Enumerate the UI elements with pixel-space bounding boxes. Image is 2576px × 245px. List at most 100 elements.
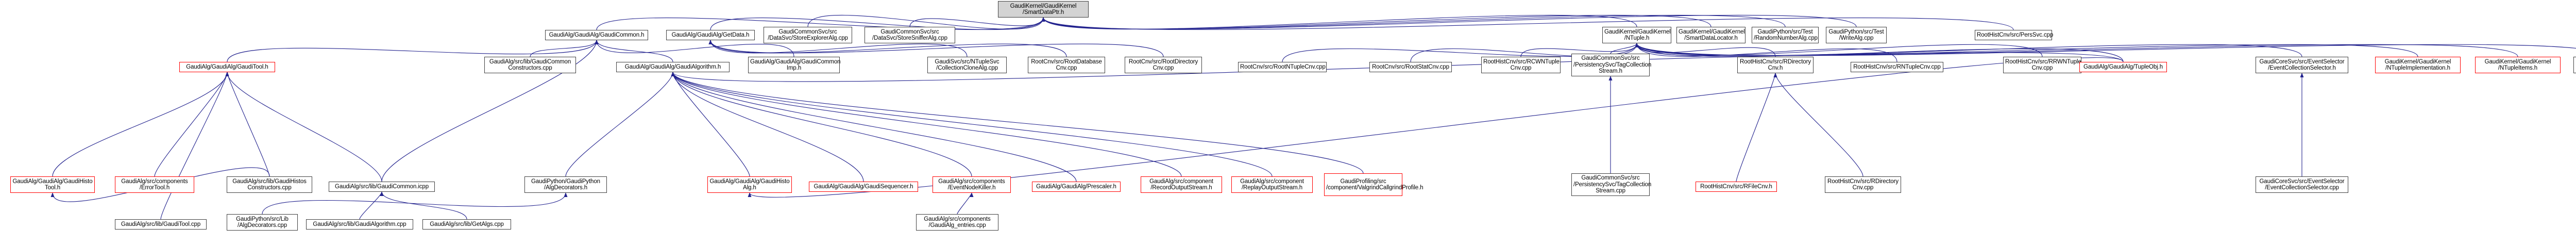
graph-node[interactable]: GaudiKernel/GaudiKernel /NTupleImplement… xyxy=(2375,57,2461,73)
graph-node[interactable]: GaudiPython/src/Lib /AlgDecorators.cpp xyxy=(227,214,298,231)
graph-node[interactable]: RootCnv/src/RootStatCnv.cpp xyxy=(1369,62,1452,72)
graph-node[interactable]: GaudiCommonSvc/src /PersistencySvc/TagCo… xyxy=(1571,54,1652,76)
graph-node-label: GaudiProfiling/src /component/ValgrindCa… xyxy=(1326,178,1423,191)
graph-node[interactable]: RootHistCnv/src/RDirectory Cnv.h xyxy=(1737,57,1814,73)
graph-node[interactable]: RootHistCnv/src/RDirectory Cnv.cpp xyxy=(1825,176,1901,193)
graph-node[interactable]: GaudiPython/GaudiPython /AlgDecorators.h xyxy=(524,176,607,193)
graph-node[interactable]: GaudiAlg/GaudiAlg/GaudiHisto Tool.h xyxy=(10,176,95,193)
graph-edge xyxy=(1635,43,2576,56)
graph-node-label: GaudiAlg/GaudiAlg/TupleObj.h xyxy=(2083,63,2163,70)
graph-node-label: GaudiCommonSvc/src /PersistencySvc/TagCo… xyxy=(1573,175,1652,194)
graph-node-label: GaudiAlg/src/lib/GaudiHistos Constructor… xyxy=(232,178,307,191)
graph-node-label: GaudiCommonSvc/src /DataSvc/StoreSniffer… xyxy=(872,28,947,42)
graph-node-label: GaudiKernel/GaudiKernel /SmartDataLocato… xyxy=(1679,28,1745,42)
graph-edge xyxy=(225,72,382,182)
graph-node-label: GaudiAlg/src/components /ErrorTool.h xyxy=(121,178,188,191)
graph-node[interactable]: GaudiCoreSvc/src/EventSelector /EventCol… xyxy=(2256,57,2348,73)
graph-edge xyxy=(262,192,568,215)
graph-node-label: GaudiSvc/src/NTupleSvc /CollectionCloneA… xyxy=(935,58,999,72)
graph-edge xyxy=(909,17,1045,27)
graph-node-label: RootHistCnv/src/RNTupleCnv.cpp xyxy=(1853,63,1941,70)
graph-node[interactable]: GaudiAlg/GaudiAlg/TupleObj.h xyxy=(2079,62,2167,72)
graph-edge xyxy=(1041,14,1637,30)
graph-edge xyxy=(671,72,750,177)
graph-node[interactable]: GaudiKernel/GaudiKernel /NTuple.h xyxy=(1602,27,1671,43)
graph-node[interactable]: GaudiCommonSvc/src /DataSvc/StoreExplore… xyxy=(764,27,852,43)
graph-node[interactable]: GaudiAlg/src/components /EventNodeKiller… xyxy=(933,176,1011,193)
graph-node[interactable]: GaudiAlg/GaudiAlg/GaudiCommon Imp.h xyxy=(748,57,841,73)
graph-node-label: RootHistCnv/src/RRWNTuple Cnv.cpp xyxy=(2005,58,2081,72)
graph-node[interactable]: GaudiCommonSvc/src /DataSvc/StoreSniffer… xyxy=(865,27,955,43)
graph-node[interactable]: GaudiAlg/GaudiAlg/Prescaler.h xyxy=(1032,182,1121,192)
graph-edge xyxy=(671,72,1364,174)
graph-edge xyxy=(671,72,1077,182)
graph-edge xyxy=(565,72,675,177)
graph-node-label: GaudiAlg/GaudiAlg/Prescaler.h xyxy=(1036,183,1116,190)
graph-node[interactable]: GaudiSvc/src/NTupleSvc /CollectionCloneA… xyxy=(927,57,1007,73)
graph-node[interactable]: GaudiAlg/src/lib/GaudiCommon Constructor… xyxy=(484,57,576,73)
graph-node[interactable]: RootCnv/src/RootNTupleCnv.cpp xyxy=(1238,62,1327,72)
graph-node-label: GaudiAlg/GaudiAlg/GaudiHisto Alg.h xyxy=(709,178,790,191)
graph-node[interactable]: GaudiAlg/src/lib/GetAlgs.cpp xyxy=(422,219,511,230)
graph-node[interactable]: GaudiProfiling/src /component/ValgrindCa… xyxy=(1324,173,1423,196)
graph-node[interactable]: GaudiKernel/GaudiKernel /NTupleItems.h xyxy=(2475,57,2561,73)
graph-node[interactable]: RootHistCnv/src/RRWNTuple Cnv.cpp xyxy=(2003,57,2081,73)
graph-node-label: RootHistCnv/src/RDirectory Cnv.cpp xyxy=(1827,178,1899,191)
graph-node[interactable]: GaudiKernel/src/Lib /Selector.cpp xyxy=(2573,57,2576,73)
graph-node[interactable]: GaudiAlg/src/component /ReplayOutputStre… xyxy=(1231,176,1313,193)
graph-node-label: GaudiAlg/GaudiAlg/GetData.h xyxy=(671,31,750,38)
graph-edge xyxy=(671,72,864,182)
graph-node-root[interactable]: GaudiKernel/GaudiKernel /SmartDataPtr.h xyxy=(998,1,1089,18)
graph-node[interactable]: RootCnv/src/RootDirectory Cnv.cpp xyxy=(1125,57,1202,73)
graph-node[interactable]: GaudiKernel/GaudiKernel /SmartDataLocato… xyxy=(1676,27,1745,43)
graph-node[interactable]: GaudiAlg/GaudiAlg/GaudiSequencer.h xyxy=(809,182,918,192)
graph-node-label: RootCnv/src/RootNTupleCnv.cpp xyxy=(1240,63,1326,70)
graph-node-label: GaudiCommonSvc/src /DataSvc/StoreExplore… xyxy=(768,28,848,42)
graph-edge xyxy=(1635,43,2418,57)
graph-edge xyxy=(1736,73,1777,182)
graph-edge xyxy=(359,191,384,220)
graph-node[interactable]: GaudiPython/src/Test /RandomNumberAlg.cp… xyxy=(1752,27,1819,43)
graph-node-label: GaudiAlg/src/component /ReplayOutputStre… xyxy=(1240,178,1304,191)
graph-node[interactable]: GaudiAlg/src/lib/GaudiTool.cpp xyxy=(115,219,207,230)
graph-node[interactable]: RootHistCnv/src/RNTupleCnv.cpp xyxy=(1851,62,1943,72)
graph-node[interactable]: RootHistCnv/src/RCWNTuple Cnv.cpp xyxy=(1481,57,1561,73)
graph-edge xyxy=(671,72,1273,177)
graph-node-label: RootHistCnv/src/RDirectory Cnv.h xyxy=(1740,58,1811,72)
graph-node[interactable]: RootCnv/src/RootDatabase Cnv.cpp xyxy=(1028,57,1105,73)
graph-edge xyxy=(52,72,229,177)
graph-edge xyxy=(671,72,972,177)
graph-node-label: GaudiCoreSvc/src/EventSelector /EventCol… xyxy=(2259,58,2345,72)
graph-node[interactable]: GaudiCoreSvc/src/EventSelector /EventCol… xyxy=(2256,176,2348,193)
graph-edge xyxy=(957,192,974,215)
graph-node[interactable]: GaudiPython/src/Test /WriteAlg.cpp xyxy=(1826,27,1887,43)
graph-node[interactable]: GaudiAlg/GaudiAlg/GaudiAlgorithm.h xyxy=(616,62,730,72)
graph-node-label: GaudiKernel/GaudiKernel /SmartDataPtr.h xyxy=(1010,3,1077,16)
graph-node[interactable]: GaudiAlg/src/components /GaudiAlg_entrie… xyxy=(916,214,998,231)
graph-node[interactable]: GaudiAlg/src/lib/GaudiHistos Constructor… xyxy=(227,176,312,193)
graph-edge xyxy=(671,72,1182,177)
graph-node-label: GaudiAlg/GaudiAlg/GaudiCommon Imp.h xyxy=(750,58,841,72)
graph-node[interactable]: GaudiAlg/src/lib/GaudiAlgorithm.cpp xyxy=(306,219,413,230)
graph-node[interactable]: GaudiAlg/src/component /RecordOutputStre… xyxy=(1141,176,1222,193)
graph-node-label: GaudiAlg/src/components /EventNodeKiller… xyxy=(938,178,1005,191)
graph-node[interactable]: GaudiCommonSvc/src /PersistencySvc/TagCo… xyxy=(1571,173,1652,196)
graph-node[interactable]: RootHistCnv/src/RFileCnv.h xyxy=(1696,182,1777,192)
graph-node[interactable]: GaudiAlg/GaudiAlg/GaudiHisto Alg.h xyxy=(707,176,792,193)
graph-node[interactable]: GaudiAlg/GaudiAlg/GetData.h xyxy=(666,30,755,40)
graph-node[interactable]: GaudiAlg/GaudiAlg/GaudiCommon.h xyxy=(545,30,648,40)
graph-node[interactable]: GaudiAlg/src/components /ErrorTool.h xyxy=(115,176,194,193)
graph-node-label: RootHistCnv/src/RCWNTuple Cnv.cpp xyxy=(1483,58,1560,72)
graph-node-label: GaudiCommonSvc/src /PersistencySvc/TagCo… xyxy=(1573,55,1652,75)
graph-node[interactable]: GaudiAlg/GaudiAlg/GaudiTool.h xyxy=(179,62,275,72)
graph-node[interactable]: GaudiAlg/src/lib/GaudiCommon.icpp xyxy=(329,182,435,192)
graph-edge xyxy=(1610,43,1639,54)
graph-node-label: RootCnv/src/RootStatCnv.cpp xyxy=(1372,63,1449,70)
graph-node[interactable]: RootHistCnv/src/PersSvc.cpp xyxy=(1975,30,2053,40)
graph-edge xyxy=(1041,14,1786,30)
graph-node-label: RootCnv/src/RootDatabase Cnv.cpp xyxy=(1031,58,1102,72)
graph-edge xyxy=(154,72,229,177)
graph-node-label: GaudiAlg/src/component /RecordOutputStre… xyxy=(1149,178,1213,191)
graph-node-label: GaudiKernel/GaudiKernel /NTupleItems.h xyxy=(2484,58,2551,72)
